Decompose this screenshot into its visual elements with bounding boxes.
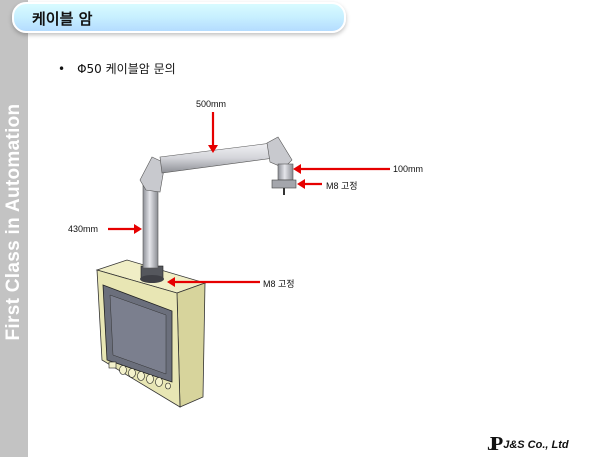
label-mount-height: 100mm — [393, 164, 424, 174]
label-pole-length: 430mm — [68, 224, 99, 234]
label-bottom-fix: M8 고정 — [263, 279, 295, 289]
arrow-m8-bottom — [167, 277, 175, 287]
logo-mark-icon: JP — [487, 433, 503, 455]
horizontal-arm — [159, 142, 275, 174]
bullet-icon: • — [58, 62, 66, 76]
company-logo: JP J&S Co., Ltd — [487, 433, 569, 456]
arrow-500mm — [208, 145, 218, 153]
page-title: 케이블 암 — [32, 10, 93, 28]
elbow-left — [139, 156, 166, 193]
bullet-item: • Φ50 케이블암 문의 — [58, 60, 176, 77]
elbow-right — [266, 136, 293, 169]
arrow-m8-top — [297, 179, 305, 189]
bullet-text: Φ50 케이블암 문의 — [77, 62, 176, 76]
vertical-pole — [142, 179, 159, 269]
label-top-fix: M8 고정 — [326, 181, 358, 191]
end-mount — [271, 163, 297, 195]
label-arm-length: 500mm — [196, 99, 227, 109]
arrow-100mm — [293, 164, 301, 174]
pole-base — [140, 265, 164, 283]
arrow-430mm — [134, 224, 142, 234]
title-banner: 케이블 암 — [12, 2, 346, 33]
company-name: J&S Co., Ltd — [503, 438, 569, 451]
sidebar-band: First Class in Automation — [0, 0, 28, 457]
buttons — [108, 361, 171, 390]
dimension-arrows — [108, 112, 390, 287]
